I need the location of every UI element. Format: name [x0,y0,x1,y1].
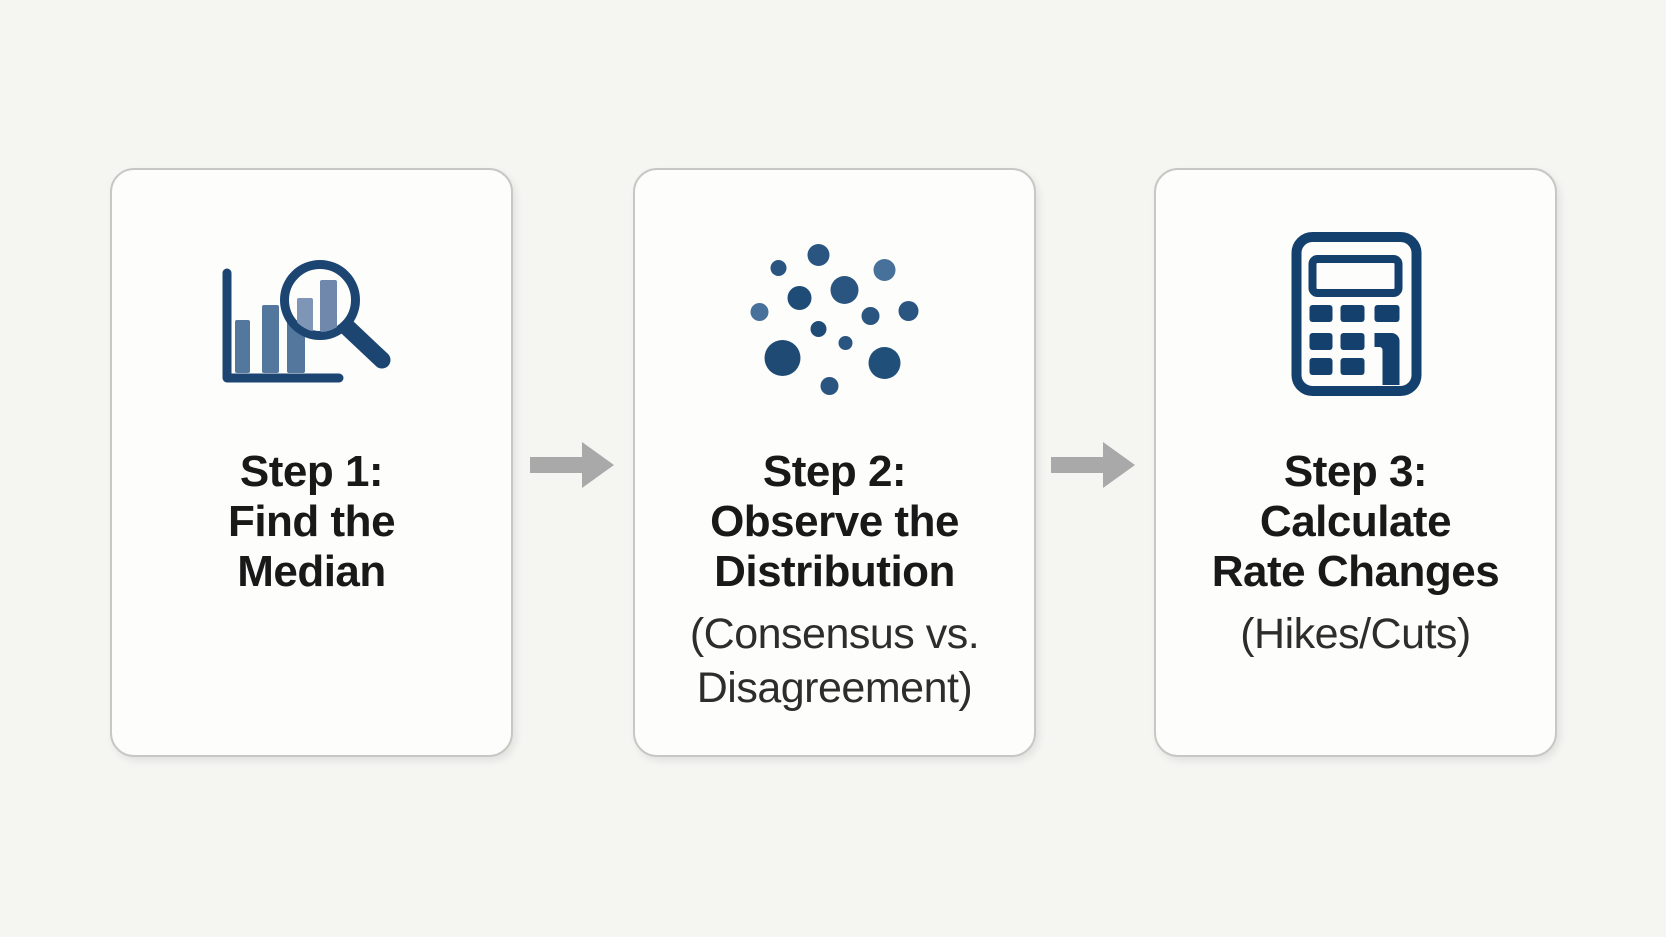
calculator-icon [1291,232,1421,396]
arrow-right-icon [530,442,614,488]
step-2-title-line: Step 2: [762,447,907,496]
step-card-1: Step 1: Find the Median [110,168,513,757]
step-1-title-line: Step 1: [239,447,384,496]
dot-plot-icon [750,244,918,395]
step-card-2: Step 2: Observe the Distribution (Consen… [633,168,1036,757]
arrow-right-icon [1051,442,1135,488]
step-card-3: Step 3: Calculate Rate Changes (Hikes/Cu… [1154,168,1557,757]
step-2-text: Step 2: Observe the Distribution (Consen… [635,447,1034,715]
step-2-subtitle-line: Disagreement) [696,664,973,712]
step-1-title-line: Median [237,547,386,596]
step-1-text: Step 1: Find the Median [112,447,511,597]
step-3-subtitle: (Hikes/Cuts) [1156,607,1555,661]
step-3-title-line: Calculate [1259,497,1452,546]
step-2-subtitle: (Consensus vs. Disagreement) [635,607,1034,715]
step-3-subtitle-line: (Hikes/Cuts) [1240,610,1471,658]
step-3-text: Step 3: Calculate Rate Changes (Hikes/Cu… [1156,447,1555,661]
step-1-title-line: Find the [227,497,396,546]
step-2-title-line: Distribution [714,547,955,596]
step-3-title-line: Step 3: [1283,447,1428,496]
bar-chart-magnifier-icon [222,260,390,383]
step-3-title-line: Rate Changes [1211,547,1500,596]
step-2-subtitle-line: (Consensus vs. [689,610,980,658]
step-2-title-line: Observe the [710,497,959,546]
